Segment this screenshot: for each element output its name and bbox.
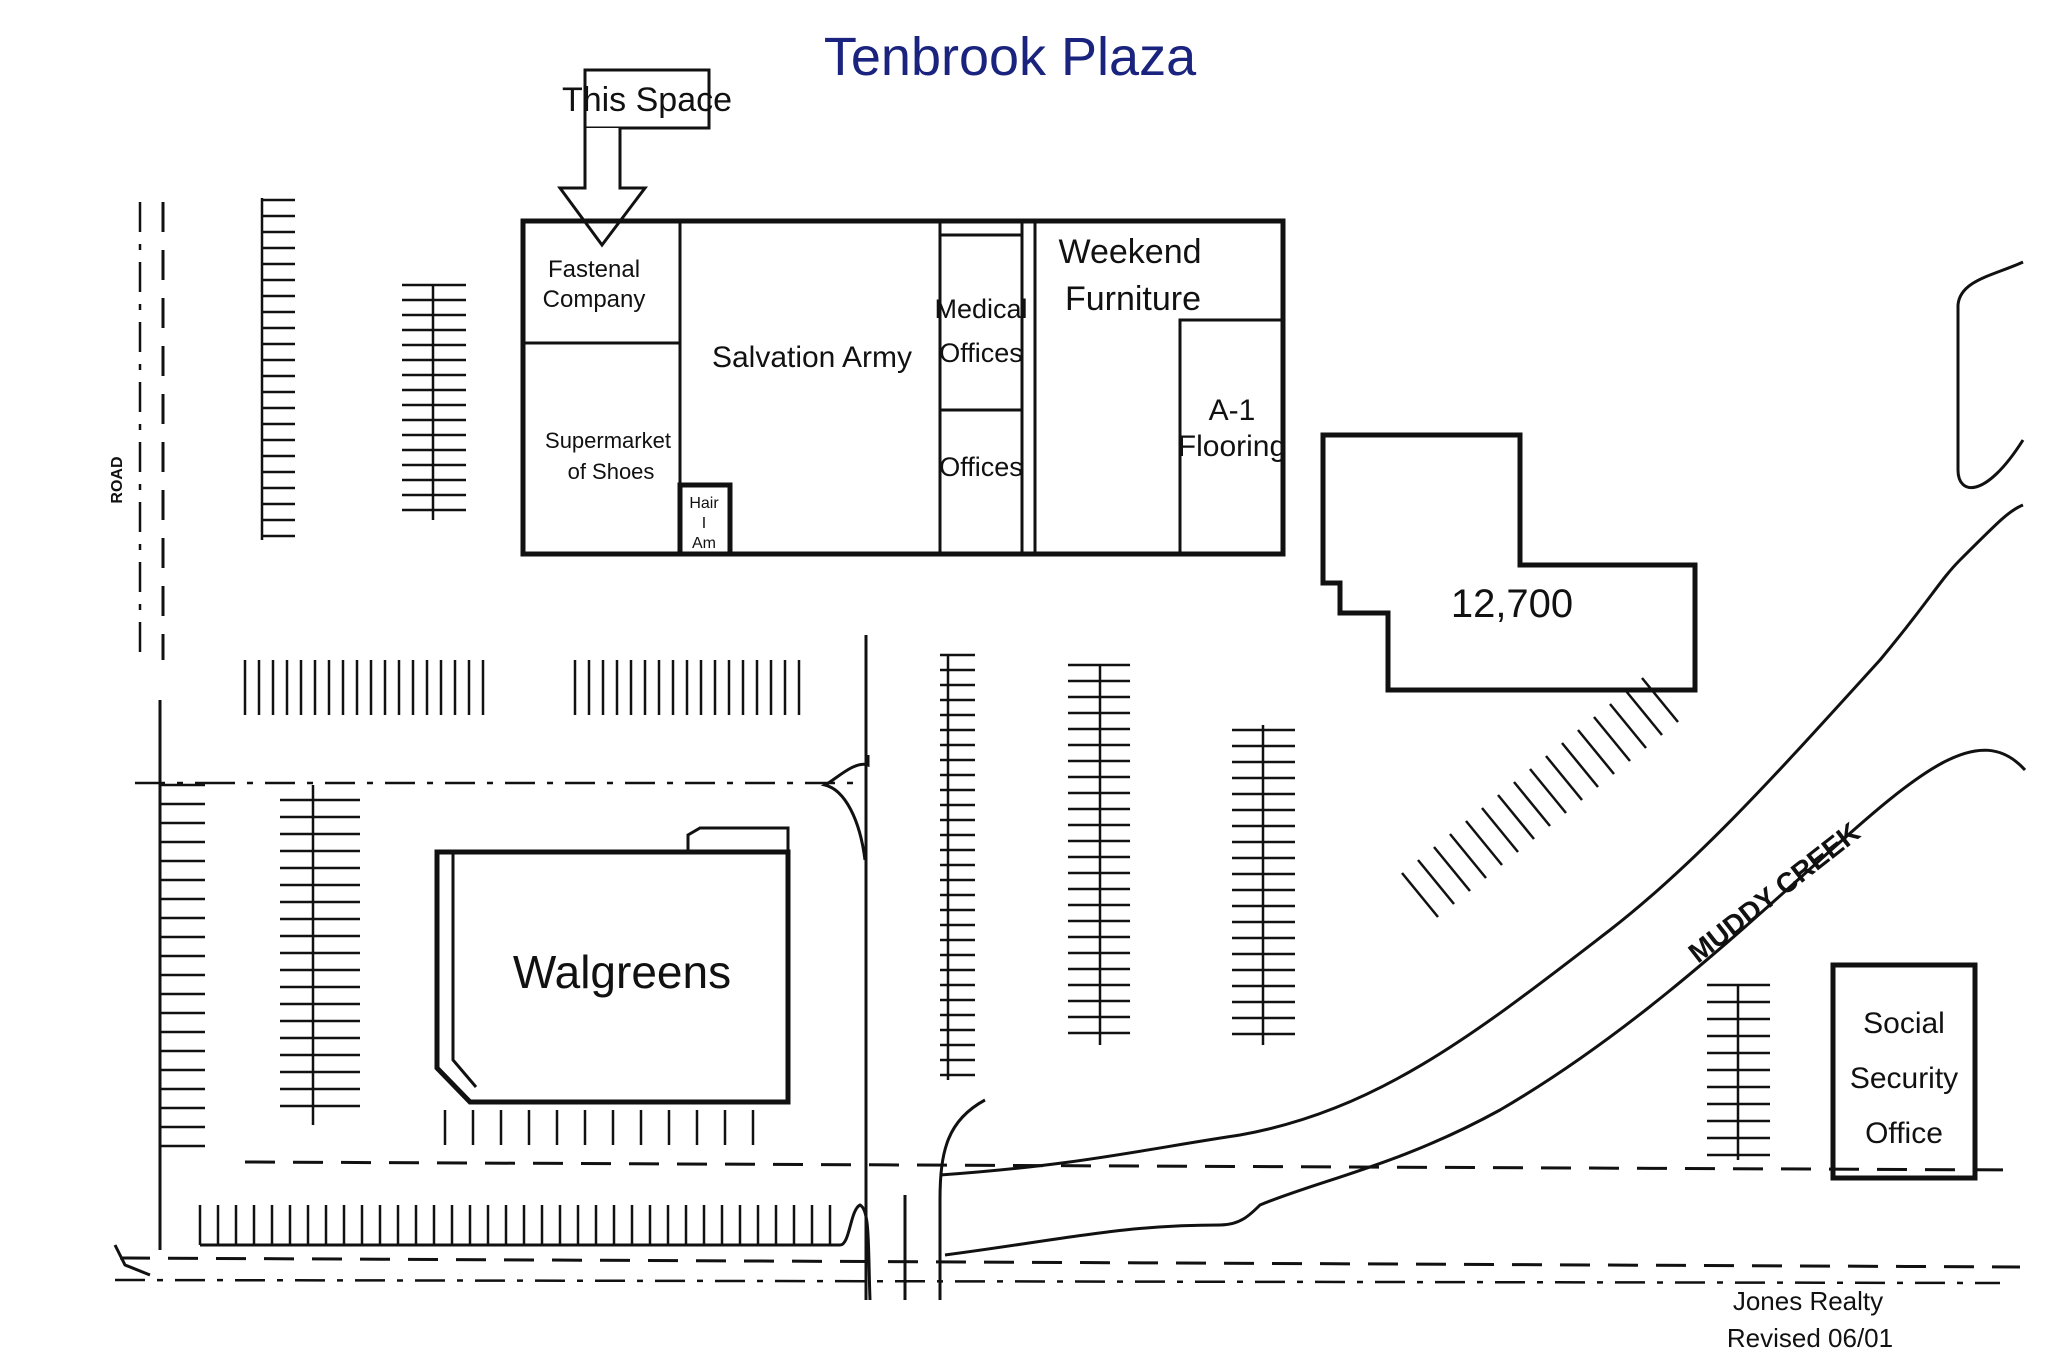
- building-12700: [1320, 432, 1698, 693]
- tenant-salvation-army: Salvation Army: [712, 341, 912, 374]
- footer-revised: Revised 06/01: [1727, 1323, 1893, 1353]
- parking-stalls: [160, 198, 1770, 1245]
- parking-stall-row-m: [1513, 781, 1551, 827]
- parking-stall-row-m: [1465, 820, 1503, 866]
- parking-stall-row-m: [1641, 677, 1679, 723]
- social-security-building: [1830, 962, 1978, 1181]
- parking-stall-row-m: [1449, 833, 1487, 879]
- walgreens-building: [434, 826, 791, 1105]
- parking-stall-row-m: [1545, 755, 1583, 801]
- tenant-social-line1: Social: [1863, 1007, 1945, 1040]
- parking-stall-row-m: [1593, 716, 1631, 762]
- tenant-hair-3: Am: [692, 535, 716, 552]
- tenant-social-line2: Security: [1850, 1062, 1958, 1095]
- roads: [113, 202, 2021, 1301]
- tenant-fastenal-line2: Company: [543, 286, 646, 313]
- parking-stall-row-m: [1609, 703, 1647, 749]
- muddy-creek-label: MUDDY CREEK: [1683, 816, 1866, 968]
- parking-stall-row-m: [1497, 794, 1535, 840]
- tenant-supermarket-line2: of Shoes: [568, 459, 655, 484]
- parking-stall-row-m: [1625, 690, 1663, 736]
- map-title: Tenbrook Plaza: [824, 27, 1197, 87]
- footer-company: Jones Realty: [1733, 1286, 1883, 1316]
- main-building: [520, 218, 1286, 557]
- tenant-offices: Offices: [939, 452, 1023, 482]
- tenant-weekend-line2: Furniture: [1065, 280, 1201, 318]
- tenant-social-line3: Office: [1865, 1117, 1943, 1150]
- building-12700-label: 12,700: [1451, 582, 1573, 626]
- parking-stall-row-m: [1401, 872, 1439, 918]
- road-label: ROAD: [109, 456, 126, 503]
- tenant-weekend-line1: Weekend: [1058, 233, 1201, 271]
- tenant-fastenal-line1: Fastenal: [548, 256, 640, 283]
- tenant-medical-line1: Medical: [934, 294, 1027, 324]
- property-edge: [1956, 260, 2025, 490]
- tenant-medical-line2: Offices: [939, 338, 1023, 368]
- parking-stall-row-m: [1481, 807, 1519, 853]
- tenant-a1-line1: A-1: [1209, 394, 1256, 427]
- tenant-hair-2: I: [702, 515, 706, 532]
- parking-stall-row-m: [1417, 859, 1455, 905]
- tenant-hair-1: Hair: [689, 495, 719, 512]
- parking-stall-row-m: [1561, 742, 1599, 788]
- tenant-a1-line2: Flooring: [1178, 430, 1286, 463]
- tenant-walgreens: Walgreens: [513, 946, 731, 998]
- tenant-supermarket-line1: Supermarket: [545, 428, 671, 453]
- parking-stall-row-m: [1529, 768, 1567, 814]
- this-space-callout: This Space: [557, 68, 732, 248]
- parking-stall-row-m: [1577, 729, 1615, 775]
- parking-stall-row-m: [1433, 846, 1471, 892]
- this-space-label: This Space: [562, 81, 732, 119]
